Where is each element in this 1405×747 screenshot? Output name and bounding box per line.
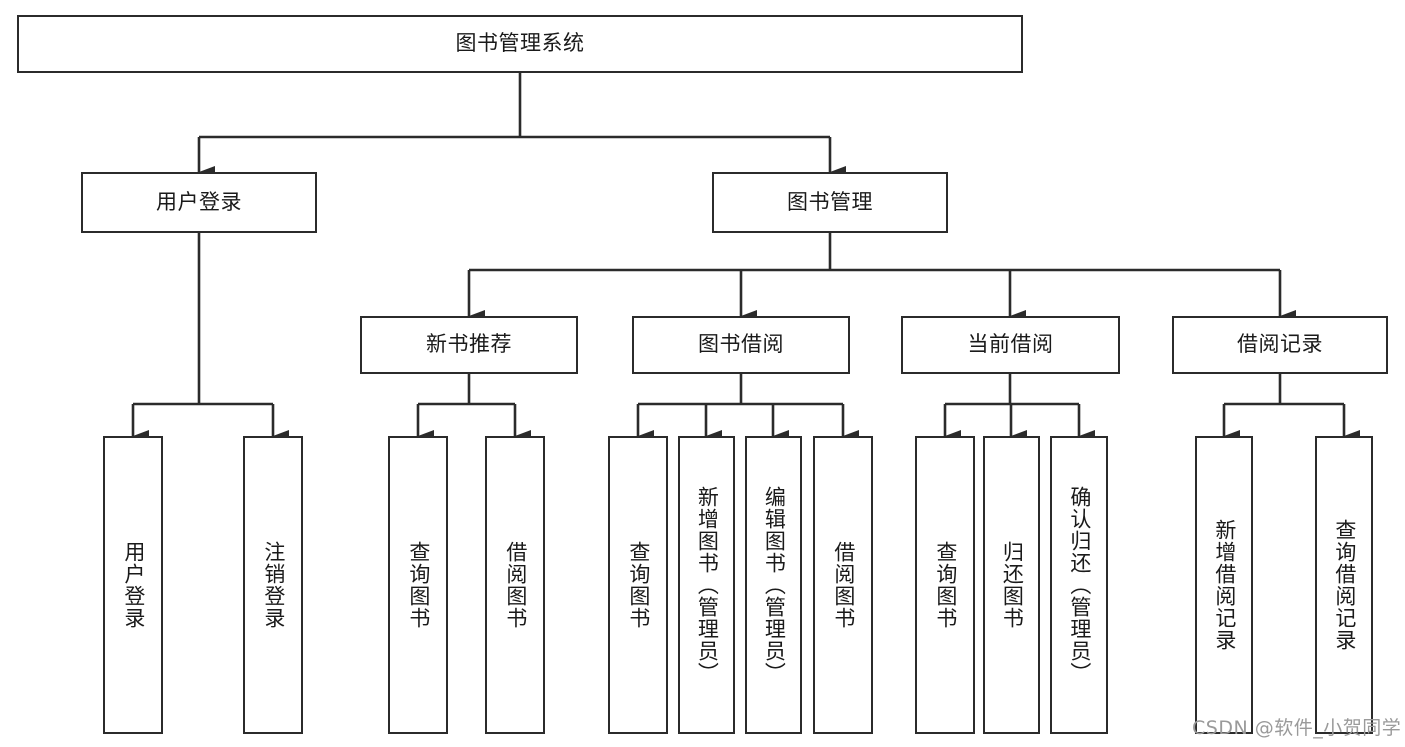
node-leaf-confirm-return[interactable]: 确认归还（管理员） — [1050, 436, 1108, 734]
node-leaf-add-record[interactable]: 新增借阅记录 — [1195, 436, 1253, 734]
node-leaf-borrow-book[interactable]: 借阅图书 — [813, 436, 873, 734]
node-leaf-add-book[interactable]: 新增图书（管理员） — [678, 436, 735, 734]
node-leaf-user-login-label: 用户登录 — [121, 541, 146, 629]
node-leaf-query-book-label: 查询图书 — [626, 541, 651, 629]
node-leaf-add-record-label: 新增借阅记录 — [1212, 519, 1237, 651]
node-book-manage[interactable]: 图书管理 — [712, 172, 948, 233]
node-leaf-user-login[interactable]: 用户登录 — [103, 436, 163, 734]
node-book-borrow-label: 图书借阅 — [698, 332, 784, 357]
node-leaf-edit-book[interactable]: 编辑图书（管理员） — [745, 436, 802, 734]
node-root-label: 图书管理系统 — [455, 31, 585, 56]
node-leaf-borrow-book-rec[interactable]: 借阅图书 — [485, 436, 545, 734]
node-user-login[interactable]: 用户登录 — [81, 172, 317, 233]
node-root[interactable]: 图书管理系统 — [17, 15, 1023, 73]
node-leaf-query-book-cur[interactable]: 查询图书 — [915, 436, 975, 734]
node-leaf-query-record-label: 查询借阅记录 — [1332, 519, 1357, 651]
node-leaf-borrow-book-rec-label: 借阅图书 — [503, 541, 528, 629]
node-current-borrow[interactable]: 当前借阅 — [901, 316, 1120, 374]
node-leaf-return-book[interactable]: 归还图书 — [983, 436, 1040, 734]
node-leaf-edit-book-label: 编辑图书（管理员） — [762, 486, 787, 684]
node-leaf-query-book-cur-label: 查询图书 — [933, 541, 958, 629]
node-borrow-record[interactable]: 借阅记录 — [1172, 316, 1388, 374]
watermark-text: CSDN @软件_小贺同学 — [1192, 717, 1402, 739]
node-new-book-rec-label: 新书推荐 — [426, 332, 512, 357]
node-leaf-logout[interactable]: 注销登录 — [243, 436, 303, 734]
node-book-borrow[interactable]: 图书借阅 — [632, 316, 850, 374]
node-leaf-query-book[interactable]: 查询图书 — [608, 436, 668, 734]
node-user-login-label: 用户登录 — [156, 189, 242, 214]
node-leaf-return-book-label: 归还图书 — [1000, 541, 1025, 629]
node-book-manage-label: 图书管理 — [787, 189, 873, 214]
node-leaf-query-book-rec-label: 查询图书 — [406, 541, 431, 629]
node-borrow-record-label: 借阅记录 — [1237, 332, 1323, 357]
node-leaf-borrow-book-label: 借阅图书 — [831, 541, 856, 629]
node-current-borrow-label: 当前借阅 — [967, 332, 1054, 357]
node-leaf-logout-label: 注销登录 — [261, 541, 286, 629]
node-leaf-confirm-return-label: 确认归还（管理员） — [1067, 486, 1092, 684]
node-new-book-rec[interactable]: 新书推荐 — [360, 316, 578, 374]
node-leaf-add-book-label: 新增图书（管理员） — [695, 486, 720, 684]
node-leaf-query-book-rec[interactable]: 查询图书 — [388, 436, 448, 734]
node-leaf-query-record[interactable]: 查询借阅记录 — [1315, 436, 1373, 734]
